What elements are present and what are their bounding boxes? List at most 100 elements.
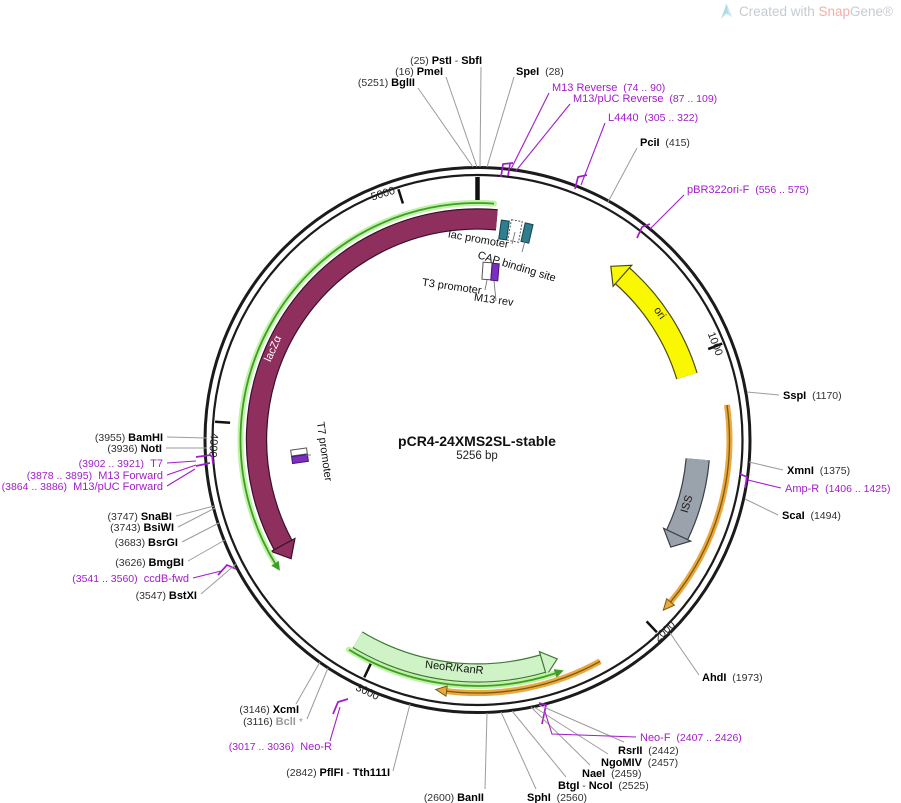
inner-leader-0	[511, 231, 516, 245]
leader-line-m13puc-reverse	[514, 103, 571, 173]
site-label-part: (1406 .. 1425)	[819, 483, 890, 495]
site-label-part: (1973)	[726, 672, 762, 684]
leader-line-m13-forward	[166, 464, 197, 476]
primer-bracket-6	[332, 698, 349, 715]
site-label-m13puc-forward: (3864 .. 3886) M13/pUC Forward	[2, 481, 163, 493]
site-label-xcmi: (3146) XcmI	[239, 704, 299, 716]
site-label-part: -	[579, 780, 588, 792]
watermark-text: Created with SnapGene®	[738, 4, 893, 19]
leader-line-sphi	[500, 711, 537, 790]
site-label-part: BtgI	[558, 780, 579, 792]
site-label-part: (3626)	[115, 557, 148, 569]
site-label-part: BclI	[276, 716, 299, 728]
tick-3000	[363, 663, 372, 678]
feature-label-ori: ori	[651, 305, 668, 322]
site-label-bsiwi: (3743) BsiWI	[110, 522, 174, 534]
site-label-part: XmnI	[787, 465, 814, 477]
site-label-part: PflFI	[320, 767, 344, 779]
leader-line-ccdb-fwd	[192, 570, 222, 579]
site-label-m13-forward: (3878 .. 3895) M13 Forward	[27, 470, 163, 482]
site-label-part: (3541 .. 3560)	[72, 573, 137, 585]
site-label-part: (415)	[660, 137, 690, 149]
site-label-part: L4440	[608, 112, 639, 124]
site-label-pbr322ori-f: pBR322ori-F (556 .. 575)	[687, 184, 809, 196]
site-label-bstxi: (3547) BstXI	[136, 590, 197, 602]
site-label-bcli: (3116) BclI *	[243, 716, 303, 728]
site-label-pcii: PciI (415)	[640, 137, 690, 149]
site-label-part: (1170)	[806, 390, 841, 402]
leader-line-bsrgi	[181, 522, 220, 543]
feature-arc-neor-kanr	[353, 632, 546, 682]
site-label-m13puc-reverse: M13/pUC Reverse (87 .. 109)	[573, 93, 717, 105]
primer-bracket-4	[739, 473, 748, 489]
leader-line-m13puc-forward	[166, 468, 196, 487]
leader-line-bglii	[417, 87, 474, 168]
site-label-banii: (2600) BanII	[424, 792, 484, 803]
site-label-part: NcoI	[589, 780, 613, 792]
site-label-part: (2407 .. 2426)	[671, 732, 742, 744]
site-label-part: (25)	[410, 55, 432, 67]
leader-line-bstxi	[200, 563, 237, 595]
site-label-ahdi: AhdI (1973)	[702, 672, 763, 684]
tick-4000	[215, 420, 231, 424]
site-label-part: T7	[144, 458, 163, 470]
primer-bracket-8	[195, 454, 212, 458]
site-label-part: -	[343, 767, 352, 779]
site-label-part: (2600)	[424, 792, 457, 803]
site-label-part: (28)	[539, 66, 564, 78]
site-label-pstl-sbfl: (25) PstI - SbfI	[410, 55, 482, 67]
site-label-part: SpeI	[516, 66, 539, 78]
primer-bracket-2	[574, 174, 588, 190]
site-label-part: BsiWI	[143, 522, 174, 534]
site-label-part: (3955)	[95, 432, 128, 444]
site-label-part: Neo-R	[294, 741, 332, 753]
t3-promoter-label: T3 promoter	[421, 277, 482, 297]
orf-arrowhead-0	[271, 560, 280, 571]
watermark-snap: Snap	[818, 4, 851, 19]
leader-line-pcii	[607, 147, 638, 203]
site-label-noti: (3936) NotI	[107, 443, 162, 455]
site-label-part: ccdB-fwd	[138, 573, 189, 585]
site-label-part: NotI	[141, 443, 162, 455]
leader-line-xmni	[748, 461, 784, 471]
inner-leader-2	[484, 279, 488, 291]
site-label-part: SbfI	[461, 55, 482, 67]
leader-line-banii	[484, 712, 488, 790]
site-label-part: (3878 .. 3895)	[27, 470, 92, 482]
site-label-neo-r: (3017 .. 3036) Neo-R	[229, 741, 332, 753]
site-label-ccdb-fwd: (3541 .. 3560) ccdB-fwd	[72, 573, 189, 585]
t7-promoter-box	[291, 453, 309, 465]
site-label-m13-reverse: M13 Reverse (74 .. 90)	[552, 82, 665, 94]
orange-arrow-line-1	[446, 660, 601, 694]
feature-arc-iss	[667, 458, 709, 540]
lac-promoter-arrow	[507, 219, 523, 243]
feature-arc-lacz-	[246, 209, 498, 550]
leader-line-ahdi	[669, 632, 700, 676]
site-label-part: (3547)	[136, 590, 169, 602]
site-label-part: BmgBI	[149, 557, 184, 569]
leader-line-naei	[530, 706, 591, 766]
site-label-part: (1375)	[814, 465, 850, 477]
primer-bracket-10	[211, 454, 214, 465]
site-label-sphi: SphI (2560)	[527, 792, 587, 803]
site-label-part: SspI	[783, 390, 806, 402]
orange-arrowhead-1	[434, 685, 448, 697]
site-label-bglii: (5251) BglII	[358, 77, 415, 89]
site-label-part: M13 Reverse	[552, 82, 617, 94]
primer-bracket-5	[538, 702, 547, 725]
leader-line-pflfi-tth111i	[392, 703, 411, 772]
snapgene-watermark: Created with SnapGene®	[719, 3, 893, 20]
backbone-inner-ring	[211, 173, 744, 707]
site-label-part: (3116)	[243, 716, 276, 728]
site-label-part: pBR322ori-F	[687, 184, 750, 196]
site-label-sspi: SspI (1170)	[783, 390, 842, 402]
leader-line-bcli	[306, 667, 329, 720]
leader-line-snabi	[175, 505, 215, 517]
leader-line-sspi	[746, 391, 780, 396]
site-label-snabi: (3747) SnaBI	[108, 511, 172, 523]
tick-2000	[645, 620, 658, 634]
leader-line-xcmi	[295, 661, 321, 705]
site-label-part: (3743)	[110, 522, 143, 534]
tick-label-2000: 2000	[652, 619, 678, 644]
